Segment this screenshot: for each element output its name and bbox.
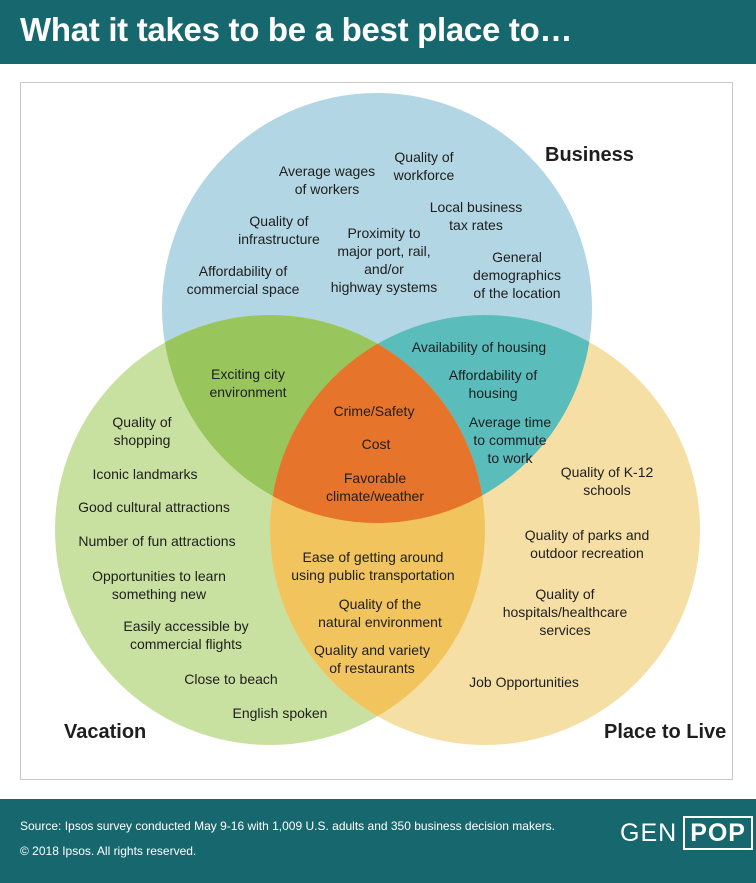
item-label: Availability of housing [412,339,546,355]
item-label-line: Number of fun attractions [78,533,235,549]
item-label-line: Easily accessible by [123,618,248,634]
item-label-line: Iconic landmarks [92,466,197,482]
item-label: Good cultural attractions [78,499,230,515]
item-label: Quality of workforce [393,149,455,183]
item-label-line: Ease of getting around [303,549,444,565]
item-label-line: Affordability of [449,367,538,383]
header-bar: What it takes to be a best place to… [0,0,756,64]
item-label: Ease of getting around using public trans… [291,549,454,583]
item-label-line: Job Opportunities [469,674,579,690]
item-label-line: Average wages [279,163,375,179]
item-label-line: using public transportation [291,567,454,583]
item-label: English spoken [233,705,328,721]
venn-diagram: Business Vacation Place to Live Average … [55,93,726,745]
logo-text-pop: POP [683,816,753,850]
item-label-line: Exciting city [211,366,285,382]
item-label: Crime/Safety [334,403,415,419]
item-label: Cost [362,436,391,452]
item-label-line: highway systems [331,279,438,295]
item-label: Affordability of commercial space [187,263,300,297]
item-label-line: of restaurants [329,660,415,676]
item-label: Quality of parks and outdoor recreation [525,527,650,561]
item-label: Quality and variety of restaurants [314,642,430,676]
item-label-line: Good cultural attractions [78,499,230,515]
item-label-line: Local business [430,199,523,215]
item-label-line: and/or [364,261,404,277]
item-label-line: housing [468,385,517,401]
item-label: Quality of the natural environment [318,596,442,630]
item-label-line: English spoken [233,705,328,721]
item-label: Affordability of housing [449,367,538,401]
item-label: Quality of shopping [112,414,171,448]
item-label-line: schools [583,482,630,498]
item-label-line: of the location [473,285,560,301]
item-label-line: Cost [362,436,391,452]
item-label-line: environment [209,384,286,400]
item-label-line: Quality of parks and [525,527,650,543]
item-label: Local business tax rates [430,199,523,233]
place-to-live-title: Place to Live [604,721,726,743]
item-label-line: climate/weather [326,488,424,504]
item-label: Favorable climate/weather [326,470,424,504]
item-label-line: tax rates [449,217,503,233]
item-label-line: Proximity to [347,225,420,241]
item-label: Number of fun attractions [78,533,235,549]
item-label: Close to beach [184,671,277,687]
item-label: Exciting city environment [209,366,286,400]
item-label-line: Close to beach [184,671,277,687]
item-label: Proximity to major port, rail, and/or highw… [331,225,438,295]
diagram-frame [20,82,733,780]
item-label: Quality of hospitals/healthcare services [503,586,628,638]
item-label-line: Quality of the [339,596,422,612]
item-label-line: hospitals/healthcare [503,604,628,620]
center-overlap [270,315,485,523]
business-title: Business [545,144,634,166]
source-note: Source: Ipsos survey conducted May 9-16 … [20,819,555,833]
item-label-line: to work [487,450,533,466]
genpop-logo: GEN POP [620,815,753,851]
logo-text-gen: GEN [620,818,678,847]
item-label-line: commercial space [187,281,300,297]
item-label-line: demographics [473,267,561,283]
item-label-line: Affordability of [199,263,288,279]
item-label-line: General [492,249,542,265]
copyright-note: © 2018 Ipsos. All rights reserved. [20,844,197,858]
item-label: Easily accessible by commercial flights [123,618,248,652]
item-label-line: infrastructure [238,231,320,247]
item-label-line: Crime/Safety [334,403,415,419]
item-label: Opportunities to learn something new [92,568,226,602]
item-label-line: of workers [295,181,360,197]
item-label-line: Quality and variety [314,642,430,658]
item-label-line: commercial flights [130,636,242,652]
item-label: Job Opportunities [469,674,579,690]
item-label-line: Quality of [249,213,308,229]
item-label-line: Availability of housing [412,339,546,355]
item-label-line: workforce [393,167,455,183]
item-label-line: something new [112,586,207,602]
vacation-title: Vacation [64,721,146,743]
item-label-line: outdoor recreation [530,545,644,561]
item-label-line: Quality of [394,149,453,165]
item-label-line: Average time [469,414,551,430]
item-label-line: Quality of K-12 [561,464,654,480]
item-label-line: Opportunities to learn [92,568,226,584]
item-label-line: shopping [114,432,171,448]
item-label-line: Quality of [112,414,171,430]
item-label: Quality of infrastructure [238,213,320,247]
page-title: What it takes to be a best place to… [20,11,573,48]
item-label: Iconic landmarks [92,466,197,482]
item-label-line: major port, rail, [337,243,430,259]
item-label: Quality of K-12 schools [561,464,654,498]
item-label-line: natural environment [318,614,442,630]
footer-bar: Source: Ipsos survey conducted May 9-16 … [0,799,756,883]
item-label-line: Favorable [344,470,406,486]
item-label-line: Quality of [535,586,594,602]
item-label: Average wages of workers [279,163,375,197]
item-label-line: to commute [473,432,546,448]
item-label: General demographics of the location [473,249,561,301]
item-label: Average time to commute to work [469,414,551,466]
item-label-line: services [539,622,590,638]
